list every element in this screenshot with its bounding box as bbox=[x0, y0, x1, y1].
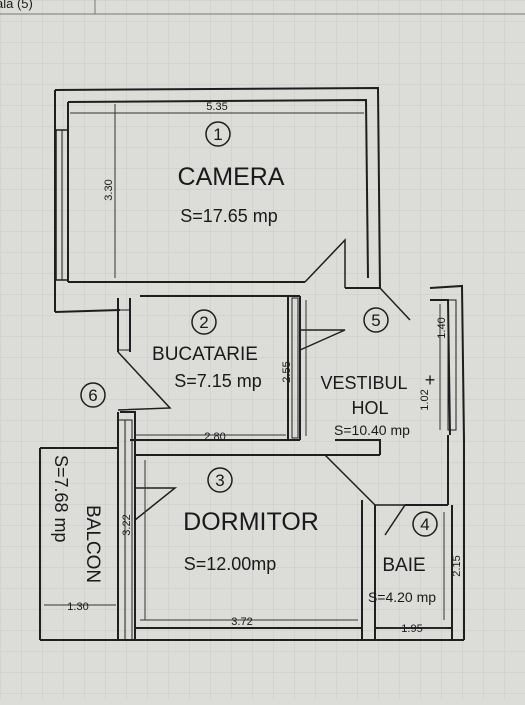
header-strip: ala (5) bbox=[0, 0, 525, 15]
room-baie-area: S=4.20 mp bbox=[368, 589, 436, 605]
dim-bucatarie-height: 2.55 bbox=[281, 361, 293, 382]
room-3-circle bbox=[207, 467, 233, 493]
dim-camera-height: 3.30 bbox=[103, 179, 115, 200]
room-vestibul-name-line2: HOL bbox=[351, 398, 388, 418]
dim-hol-lower: 1.02 bbox=[419, 389, 431, 410]
room-camera-name: CAMERA bbox=[178, 163, 285, 191]
room-baie-name: BAIE bbox=[382, 555, 425, 576]
room-6-number: 6 bbox=[88, 386, 97, 405]
room-1-circle bbox=[205, 121, 231, 147]
room-3-number: 3 bbox=[215, 471, 224, 490]
room-balcon-name: BALCON bbox=[82, 505, 103, 583]
room-2-number: 2 bbox=[199, 313, 208, 332]
room-dormitor-area: S=12.00mp bbox=[184, 554, 277, 574]
dim-balcon-width: 1.30 bbox=[67, 601, 88, 613]
dim-dormitor-height: 3.22 bbox=[121, 514, 133, 535]
room-bucatarie-area: S=7.15 mp bbox=[174, 371, 262, 391]
dim-baie-width: 1.95 bbox=[401, 623, 422, 635]
room-camera-area: S=17.65 mp bbox=[180, 206, 278, 226]
room-vestibul-name-line1: VESTIBUL bbox=[320, 373, 407, 393]
dim-baie-height: 2.15 bbox=[451, 555, 463, 576]
room-vestibul-area: S=10.40 mp bbox=[334, 422, 410, 438]
dim-hol-upper: 1.40 bbox=[436, 317, 448, 338]
room-1-number: 1 bbox=[213, 125, 222, 144]
room-balcon-area: S=7.68 mp bbox=[51, 455, 71, 543]
room-dormitor-name: DORMITOR bbox=[183, 508, 319, 536]
room-5-circle bbox=[363, 307, 389, 333]
room-number-circles bbox=[80, 121, 438, 537]
header-fragment: ala (5) bbox=[0, 0, 33, 11]
room-6-circle bbox=[80, 382, 106, 408]
room-4-circle bbox=[412, 511, 438, 537]
dim-bucatarie-width: 2.80 bbox=[204, 431, 225, 443]
room-vestibul-plus: + bbox=[425, 370, 436, 390]
walls bbox=[39, 86, 465, 641]
room-bucatarie-name: BUCATARIE bbox=[152, 344, 258, 365]
room-2-circle bbox=[191, 309, 217, 335]
room-4-number: 4 bbox=[420, 515, 429, 534]
dimension-lines bbox=[44, 104, 448, 629]
room-5-number: 5 bbox=[371, 311, 380, 330]
dim-camera-width: 5.35 bbox=[206, 101, 227, 113]
dim-dormitor-width: 3.72 bbox=[231, 616, 252, 628]
